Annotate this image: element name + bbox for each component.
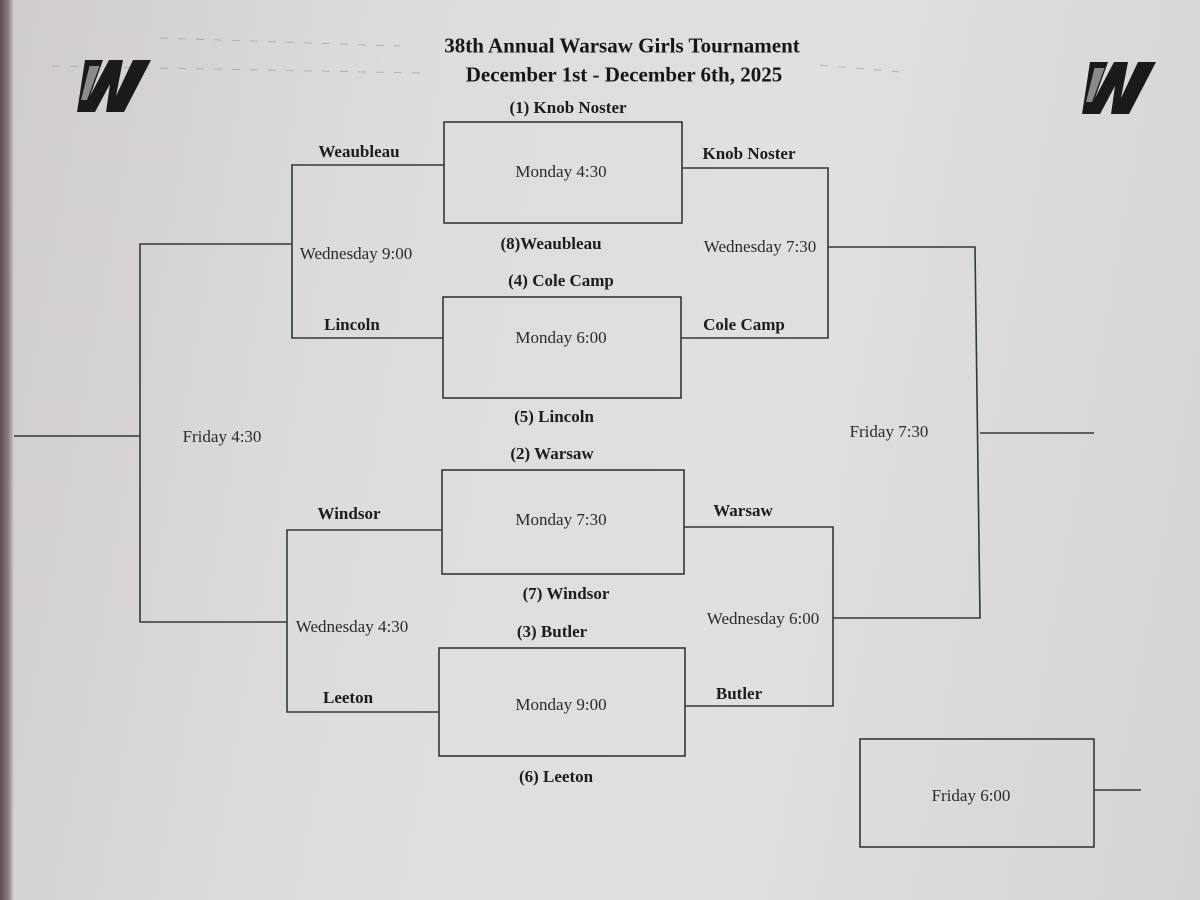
right-semi-connector xyxy=(828,246,981,619)
right-game-bottom-time: Wednesday 6:00 xyxy=(706,609,820,628)
left-final-time: Friday 4:30 xyxy=(182,427,262,446)
right-line-3 xyxy=(684,526,834,707)
monday-box-4 xyxy=(438,647,686,757)
w-logo-icon xyxy=(77,60,152,112)
w-logo-icon xyxy=(1082,62,1157,114)
seed-4-label: (4) Cole Camp xyxy=(508,271,614,290)
seed-2-label: (2) Warsaw xyxy=(510,444,594,463)
seed-6-label: (6) Leeton xyxy=(518,767,594,786)
right-team-butler: Butler xyxy=(715,684,763,703)
monday-time-2: Monday 6:00 xyxy=(515,328,607,347)
seed-1-label: (1) Knob Noster xyxy=(509,98,627,117)
left-team-leeton: Leeton xyxy=(322,688,374,707)
right-game-top-time: Wednesday 7:30 xyxy=(703,237,817,256)
date-range: December 1st - December 6th, 2025 xyxy=(465,62,783,87)
right-line-1 xyxy=(681,167,829,339)
left-team-weaubleau: Weaubleau xyxy=(318,142,400,161)
monday-box-1 xyxy=(443,121,683,224)
seed-5-label: (5) Lincoln xyxy=(514,407,594,426)
monday-time-4: Monday 9:00 xyxy=(515,695,607,714)
page-title: 38th Annual Warsaw Girls Tournament xyxy=(444,33,800,58)
left-game-bottom-time: Wednesday 4:30 xyxy=(295,617,409,636)
seed-7-label: (7) Windsor xyxy=(522,584,610,603)
left-line-1 xyxy=(291,164,444,339)
right-team-knob-noster: Knob Noster xyxy=(702,144,796,163)
monday-box-2 xyxy=(442,296,682,399)
right-team-warsaw: Warsaw xyxy=(713,501,773,520)
monday-time-3: Monday 7:30 xyxy=(515,510,607,529)
monday-box-3 xyxy=(441,469,685,575)
right-final-time: Friday 7:30 xyxy=(849,422,929,441)
seed-3-label: (3) Butler xyxy=(516,622,588,641)
seed-8-label: (8)Weaubleau xyxy=(500,234,602,253)
paper-edge-shadow xyxy=(0,0,14,900)
left-team-lincoln: Lincoln xyxy=(324,315,380,334)
left-line-3 xyxy=(286,529,442,713)
right-team-cole-camp: Cole Camp xyxy=(703,315,785,334)
friday-box xyxy=(859,738,1095,848)
monday-time-1: Monday 4:30 xyxy=(515,162,607,181)
friday-6-time: Friday 6:00 xyxy=(931,786,1011,805)
left-game-top-time: Wednesday 9:00 xyxy=(299,244,413,263)
left-team-windsor: Windsor xyxy=(317,504,381,523)
left-semi-connector xyxy=(139,243,292,623)
